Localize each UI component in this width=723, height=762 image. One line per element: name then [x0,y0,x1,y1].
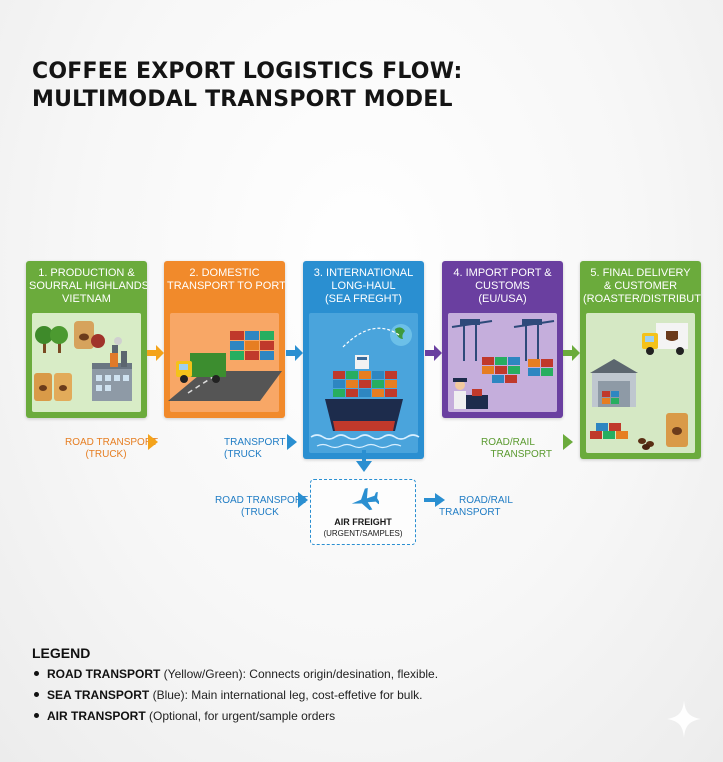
stage-final-delivery: 5. FINAL DELIVERY & CUSTOMER (ROASTER/DI… [580,261,701,459]
stage-production-label-3: VIETNAM [62,293,111,305]
legend-item-sea-label: SEA TRANSPORT [47,688,150,702]
stage-production-label-1: 1. PRODUCTION & [38,267,135,279]
air-freight-title: AIR FREIGHT [334,517,392,527]
legend-item-road: ROAD TRANSPORT (Yellow/Green): Connects … [32,668,438,681]
legend-item-sea-text: (Blue): Main international leg, cost-eff… [149,688,423,702]
stage-final-header: 5. FINAL DELIVERY & CUSTOMER (ROASTER/DI… [580,261,701,306]
arrow-right-icon [298,492,308,508]
road-rail-label-2-line-2: TRANSPORT [439,507,501,518]
stage-final-label-1: 5. FINAL DELIVERY [590,267,691,279]
air-freight-box: AIR FREIGHT (URGENT/SAMPLES) [310,479,416,545]
title-line-1: COFFEE EXPORT LOGISTICS FLOW: [32,59,463,84]
port-cranes-customs-icon [451,319,555,409]
arrow-right-icon [286,345,303,361]
road-transport-label-1-line-1: ROAD TRANSPORT [65,437,158,448]
arrow-right-icon [563,434,573,450]
arrow-right-icon [287,434,297,450]
arrow-right-icon [147,345,164,361]
stage-production-label-2: SOURRAL HIGHLANDS, [29,280,147,292]
bullet-icon [34,671,39,676]
stage-import-header: 4. IMPORT PORT & CUSTOMS (EU/USA) [442,261,563,306]
road-transport-label-1-line-2: (TRUCK) [85,449,127,460]
sparkle-icon [667,700,701,738]
transport-label-2: TRANSPORT (TRUCK [224,437,286,461]
stage-import-customs: 4. IMPORT PORT & CUSTOMS (EU/USA) [442,261,563,418]
arrow-down-icon [356,450,372,472]
warehouse-delivery-icon [590,323,688,450]
bullet-icon [34,713,39,718]
stage-production: 1. PRODUCTION & SOURRAL HIGHLANDS, VIETN… [26,261,147,418]
stage-domestic-label-1: 2. DOMESTIC [189,267,260,279]
stage-domestic-transport: 2. DOMESTIC TRANSPORT TO PORT [164,261,285,418]
stage-sea-label-1: 3. INTERNATIONAL [313,267,414,279]
stage-final-label-2: & CUSTOMER [603,280,678,292]
legend-item-air-text: (Optional, for urgent/sample orders [145,709,336,723]
legend-item-road-text: (Yellow/Green): Connects origin/desinati… [160,667,439,681]
page-title: COFFEE EXPORT LOGISTICS FLOW: MULTIMODAL… [32,58,462,114]
air-freight-subtitle: (URGENT/SAMPLES) [323,529,403,538]
legend-item-sea: SEA TRANSPORT (Blue): Main international… [32,689,438,702]
stage-import-label-3: (EU/USA) [478,293,527,305]
road-transport-label-1: ROAD TRANSPORT (TRUCK) [65,437,158,461]
coffee-farm-factory-icon [34,321,132,401]
road-transport-label-3-line-2: (TRUCK [241,507,279,518]
transport-label-2-line-2: (TRUCK [224,449,262,460]
airplane-icon [351,487,379,511]
road-rail-label-1-line-1: ROAD/RAIL [481,437,535,448]
stage-domestic-header: 2. DOMESTIC TRANSPORT TO PORT [164,261,285,293]
arrow-right-icon [563,345,580,361]
legend-title: LEGEND [32,645,91,661]
stage-import-label-1: 4. IMPORT PORT & [453,267,552,279]
stage-sea-freight: 3. INTERNATIONAL LONG-HAUL (SEA FREGHT) [303,261,424,459]
stage-sea-header: 3. INTERNATIONAL LONG-HAUL (SEA FREGHT) [303,261,424,306]
road-rail-label-2-line-1: ROAD/RAIL [459,495,513,506]
stage-final-label-3: (ROASTER/DISTRIBUTOR) [583,293,701,305]
road-transport-label-3-line-1: ROAD TRANSPORT [215,495,308,506]
road-transport-label-3: ROAD TRANSPORT (TRUCK [215,495,308,519]
arrow-right-icon [425,345,442,361]
road-rail-label-1-line-2: TRANSPORT [490,449,553,460]
arrow-right-icon [148,434,158,450]
legend-item-air-label: AIR TRANSPORT [47,709,146,723]
title-line-2: MULTIMODAL TRANSPORT MODEL [32,87,453,112]
legend-item-air: AIR TRANSPORT (Optional, for urgent/samp… [32,710,438,723]
stage-sea-label-2: LONG-HAUL [331,280,396,292]
legend-item-road-label: ROAD TRANSPORT [47,667,161,681]
legend: LEGEND ROAD TRANSPORT (Yellow/Green): Co… [32,645,438,731]
stage-import-label-2: CUSTOMS [475,280,530,292]
stage-domestic-label-2: TRANSPORT TO PORT [167,280,285,292]
cargo-ship-icon [310,324,420,449]
bullet-icon [34,692,39,697]
stage-production-header: 1. PRODUCTION & SOURRAL HIGHLANDS, VIETN… [26,261,147,306]
road-rail-label-2: ROAD/RAIL TRANSPORT [439,495,513,519]
road-rail-label-1: ROAD/RAIL TRANSPORT [480,437,552,461]
stage-sea-label-3: (SEA FREGHT) [324,293,402,305]
truck-containers-icon [168,331,282,401]
arrow-right-icon [424,493,445,507]
transport-label-2-line-1: TRANSPORT [224,437,286,448]
